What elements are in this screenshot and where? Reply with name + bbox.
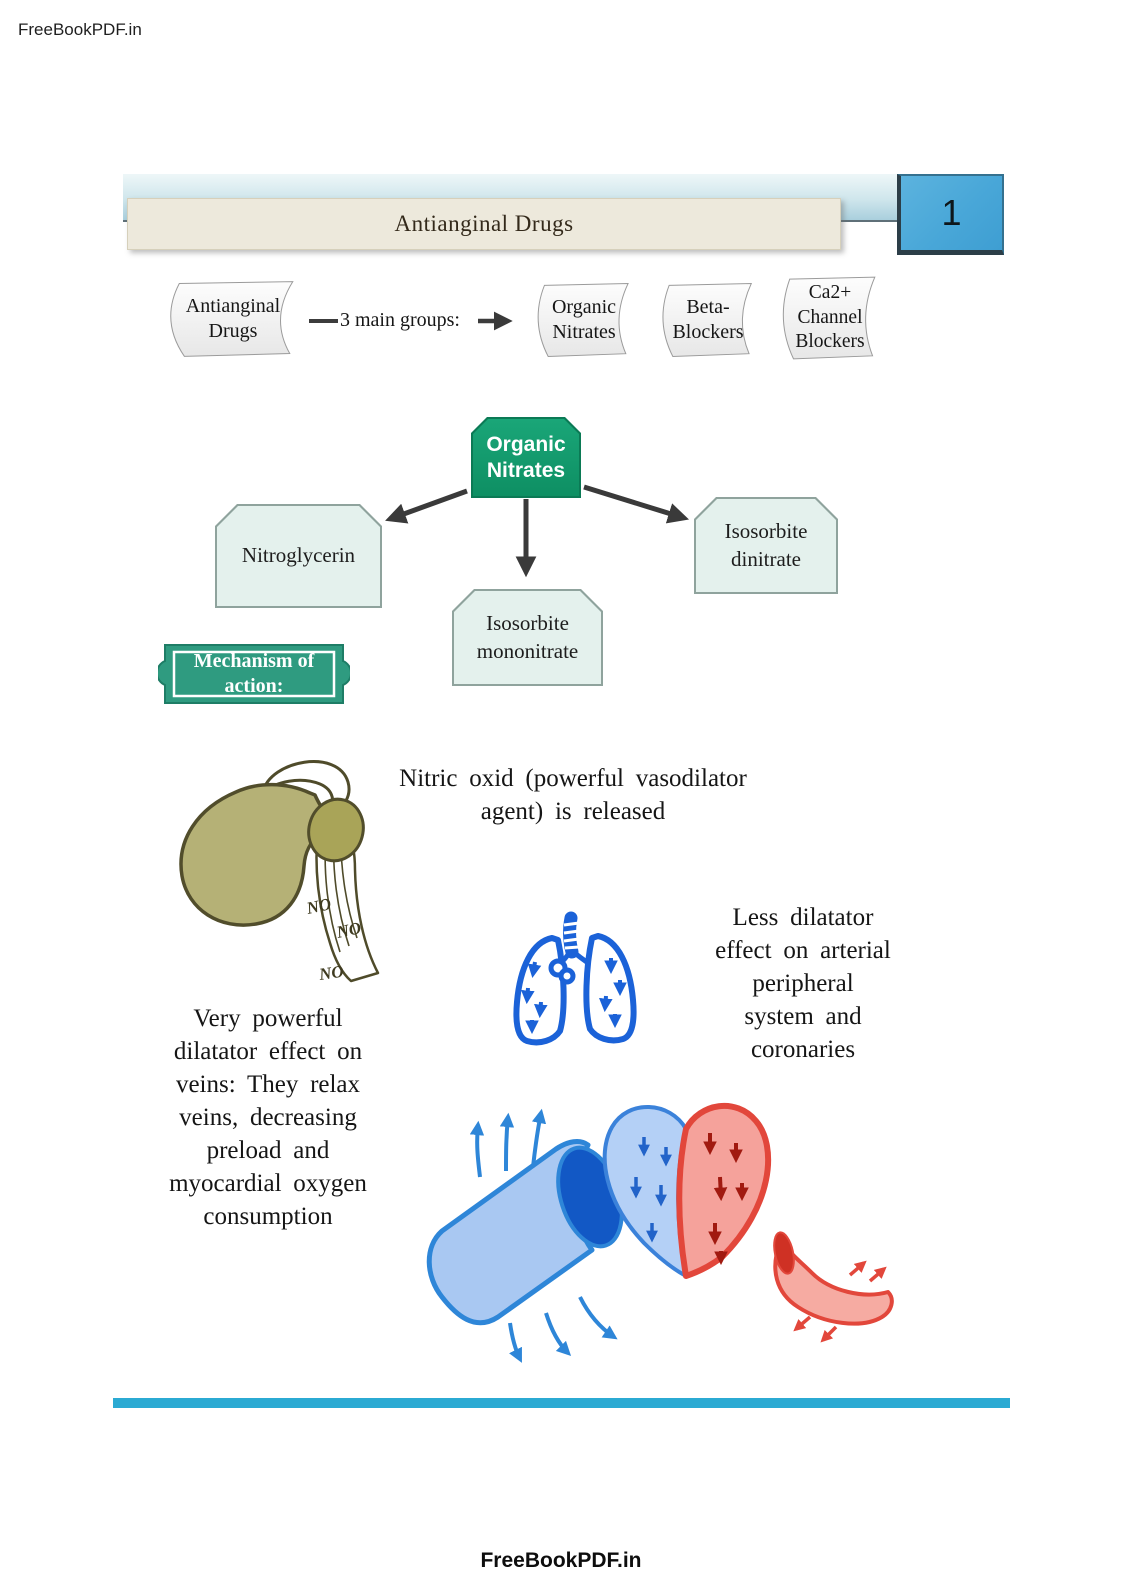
watermark-top: FreeBookPDF.in	[18, 20, 142, 39]
no-label: NO	[304, 894, 333, 918]
jug-illustration: NO NO NO	[179, 760, 380, 984]
page-number: 1	[941, 192, 962, 233]
mechanism-heading: Mechanism of action:	[193, 650, 315, 697]
mechanism-badge: Mechanism of action:	[158, 641, 350, 707]
group-organic-label: Organic Nitrates	[551, 296, 617, 343]
group-box-beta-blockers: Beta-Blockers	[653, 279, 763, 361]
nitroglycerin-label: Nitroglycerin	[241, 543, 356, 568]
title-box: Antianginal Drugs	[127, 198, 841, 250]
right-lung	[583, 933, 637, 1044]
no-label: NO	[317, 962, 345, 984]
isosorbite-dinitrate-label: Isosorbite dinitrate	[724, 519, 808, 571]
heart-vessels-illustration	[426, 1102, 894, 1363]
page-title: Antianginal Drugs	[394, 211, 574, 236]
child-box-nitroglycerin: Nitroglycerin	[215, 504, 382, 608]
artery-illustration	[773, 1241, 894, 1326]
organic-nitrates-parent-box: Organic Nitrates	[471, 417, 581, 498]
group-beta-label: Beta-Blockers	[672, 296, 744, 343]
heart-left-half	[602, 1105, 688, 1278]
jug-opening	[307, 797, 365, 863]
left-lung	[513, 935, 567, 1046]
flowchart-root-box: Antianginal Drugs	[157, 277, 309, 361]
tree-arrow-left	[385, 488, 468, 524]
artery-opening	[773, 1231, 795, 1275]
child-box-isosorbite-dinitrate: Isosorbite dinitrate	[694, 497, 838, 594]
footer-brand: FreeBookPDF.in	[480, 1549, 642, 1572]
vein-note: Very powerful dilatator effect on veins:…	[169, 1005, 367, 1230]
isosorbite-mononitrate-label: Isosorbite mononitrate	[476, 611, 579, 663]
group-ca-label: Ca2+ Channel Blockers	[795, 282, 865, 353]
heart-right-half	[676, 1102, 772, 1279]
connector-label: 3 main groups:	[340, 309, 460, 331]
group-box-organic-nitrates: Organic Nitrates	[528, 279, 640, 361]
arterial-note: Less dilatator effect on arterial periph…	[715, 904, 891, 1063]
organic-nitrates-parent-label: Organic Nitrates	[486, 433, 566, 482]
divider-bar	[113, 1398, 1010, 1408]
child-box-isosorbite-mononitrate: Isosorbite mononitrate	[452, 589, 603, 686]
flowchart-root-label: Antianginal Drugs	[185, 295, 281, 342]
no-label: NO	[334, 918, 363, 942]
page-number-tab: 1	[897, 174, 1004, 255]
release-note: Nitric oxid (powerful vasodilator agent)…	[399, 765, 747, 825]
group-box-ca-channel-blockers: Ca2+ Channel Blockers	[773, 272, 887, 364]
tree-arrow-right	[583, 484, 690, 524]
lungs-illustration	[513, 911, 637, 1046]
